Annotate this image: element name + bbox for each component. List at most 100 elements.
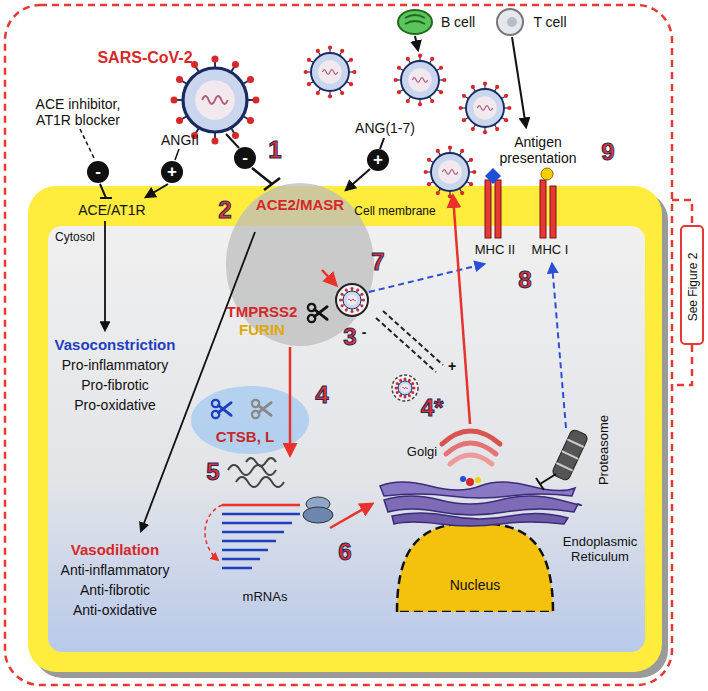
virus-spike: [399, 379, 402, 382]
virus-spike: [307, 58, 311, 62]
text-label: ANG(1-7): [355, 120, 415, 136]
text-label: Pro-oxidative: [74, 397, 156, 413]
virus-rna: [412, 78, 427, 83]
virus-spike: [483, 82, 487, 86]
callout-number: 4: [315, 381, 328, 409]
virus-spike: [471, 127, 475, 131]
virus-spike: [397, 66, 401, 70]
virus-spike: [404, 378, 407, 381]
virus-spike: [340, 91, 344, 95]
text-label: ACE/AT1R: [78, 202, 145, 218]
virus-spike: [211, 56, 218, 63]
virus-spike: [232, 61, 239, 68]
text-label: Vasodilation: [71, 541, 159, 558]
virus-particle: [343, 291, 361, 309]
virus-spike: [430, 57, 434, 61]
virus-spike: [362, 299, 365, 302]
virus-spike: [395, 387, 398, 390]
lysosome-region: CTSB, L: [190, 385, 310, 455]
virus-spike: [430, 99, 434, 103]
virus-spike: [507, 106, 511, 110]
cell-membrane: Cell membraneCytosolCTSB, LNucleusACE2/M…: [28, 186, 662, 672]
virus-spike: [232, 132, 239, 139]
virus-spike: [356, 308, 359, 311]
virus-spike: [351, 310, 354, 313]
text-label: Antigen presentation: [486, 134, 591, 166]
virus-spike: [211, 137, 218, 144]
virus-rna: [477, 106, 492, 111]
text-label: -: [362, 324, 367, 340]
virus-particle: [398, 381, 412, 395]
virus-spike: [483, 130, 487, 134]
text-label: MHC II: [475, 243, 515, 258]
sign-symbol: -: [95, 162, 101, 182]
virus-spike: [427, 182, 431, 186]
node-label: TMPRSS2: [227, 303, 298, 320]
virus-spike: [439, 66, 443, 70]
virus-spike: [439, 90, 443, 94]
text-label: Pro-fibrotic: [81, 377, 149, 393]
virus-spike: [352, 70, 356, 74]
virus-spike: [396, 382, 399, 385]
virus-spike: [397, 90, 401, 94]
virus-spike: [316, 49, 320, 53]
virus-spike: [399, 394, 402, 397]
node-label: CTSB, L: [216, 428, 274, 445]
virus-spike: [345, 289, 348, 292]
virus-spike: [424, 170, 428, 174]
virus-spike: [406, 99, 410, 103]
virus-spike: [404, 395, 407, 398]
virus-spike: [394, 78, 398, 82]
virus-spike: [307, 82, 311, 86]
virus-spike: [176, 76, 183, 83]
virus-rna: [402, 387, 408, 389]
text-label: Anti-oxidative: [73, 602, 157, 618]
callout-number: 7: [371, 248, 384, 276]
virus-spike: [412, 387, 415, 390]
text-label: Anti-inflammatory: [61, 562, 170, 578]
virus-particle: [431, 153, 469, 191]
virus-spike: [328, 94, 332, 98]
sign-symbol: +: [167, 162, 177, 182]
node-label: Cell membrane: [354, 205, 435, 219]
text-label: MHC I: [532, 243, 569, 258]
virus-spike: [460, 149, 464, 153]
callout-number: 6: [338, 538, 351, 566]
text-label: Anti-fibrotic: [80, 582, 150, 598]
nucleus: Nucleus: [395, 520, 555, 612]
text-label: Proteasome: [597, 415, 612, 485]
node-label: Cytosol: [55, 231, 95, 245]
virus-spike: [304, 70, 308, 74]
virus-spike: [471, 85, 475, 89]
virus-spike: [349, 58, 353, 62]
virus-spike: [436, 191, 440, 195]
node-outline: [395, 520, 555, 612]
node-label: Nucleus: [450, 577, 501, 593]
virus-spike: [418, 54, 422, 58]
virus-spike: [247, 76, 254, 83]
callout-number: 1: [268, 136, 281, 164]
node-label: See Figure 2: [687, 253, 701, 322]
virus-spike: [340, 49, 344, 53]
virus-spike: [411, 391, 414, 394]
text-label: ANGII: [161, 132, 199, 148]
virus-spike: [442, 78, 446, 82]
virus-core: [195, 80, 235, 120]
figure-ref-box: See Figure 2: [680, 225, 704, 345]
virus-spike: [349, 82, 353, 86]
virus-spike: [495, 127, 499, 131]
receptor-region: ACE2/MASRTMPRSS2FURIN: [225, 182, 375, 347]
virus-rna: [348, 299, 355, 301]
virus-particle: [183, 68, 247, 132]
callout-number: 8: [518, 266, 531, 294]
sign-symbol: +: [373, 150, 383, 170]
virus-rna: [322, 70, 337, 75]
virus-spike: [411, 382, 414, 385]
virus-spike: [418, 102, 422, 106]
virus-spike: [469, 158, 473, 162]
virus-spike: [448, 194, 452, 198]
text-label: ACE inhibitor, AT1R blocker: [28, 96, 128, 128]
callout-number: 5: [206, 458, 219, 486]
virus-spike: [462, 118, 466, 122]
